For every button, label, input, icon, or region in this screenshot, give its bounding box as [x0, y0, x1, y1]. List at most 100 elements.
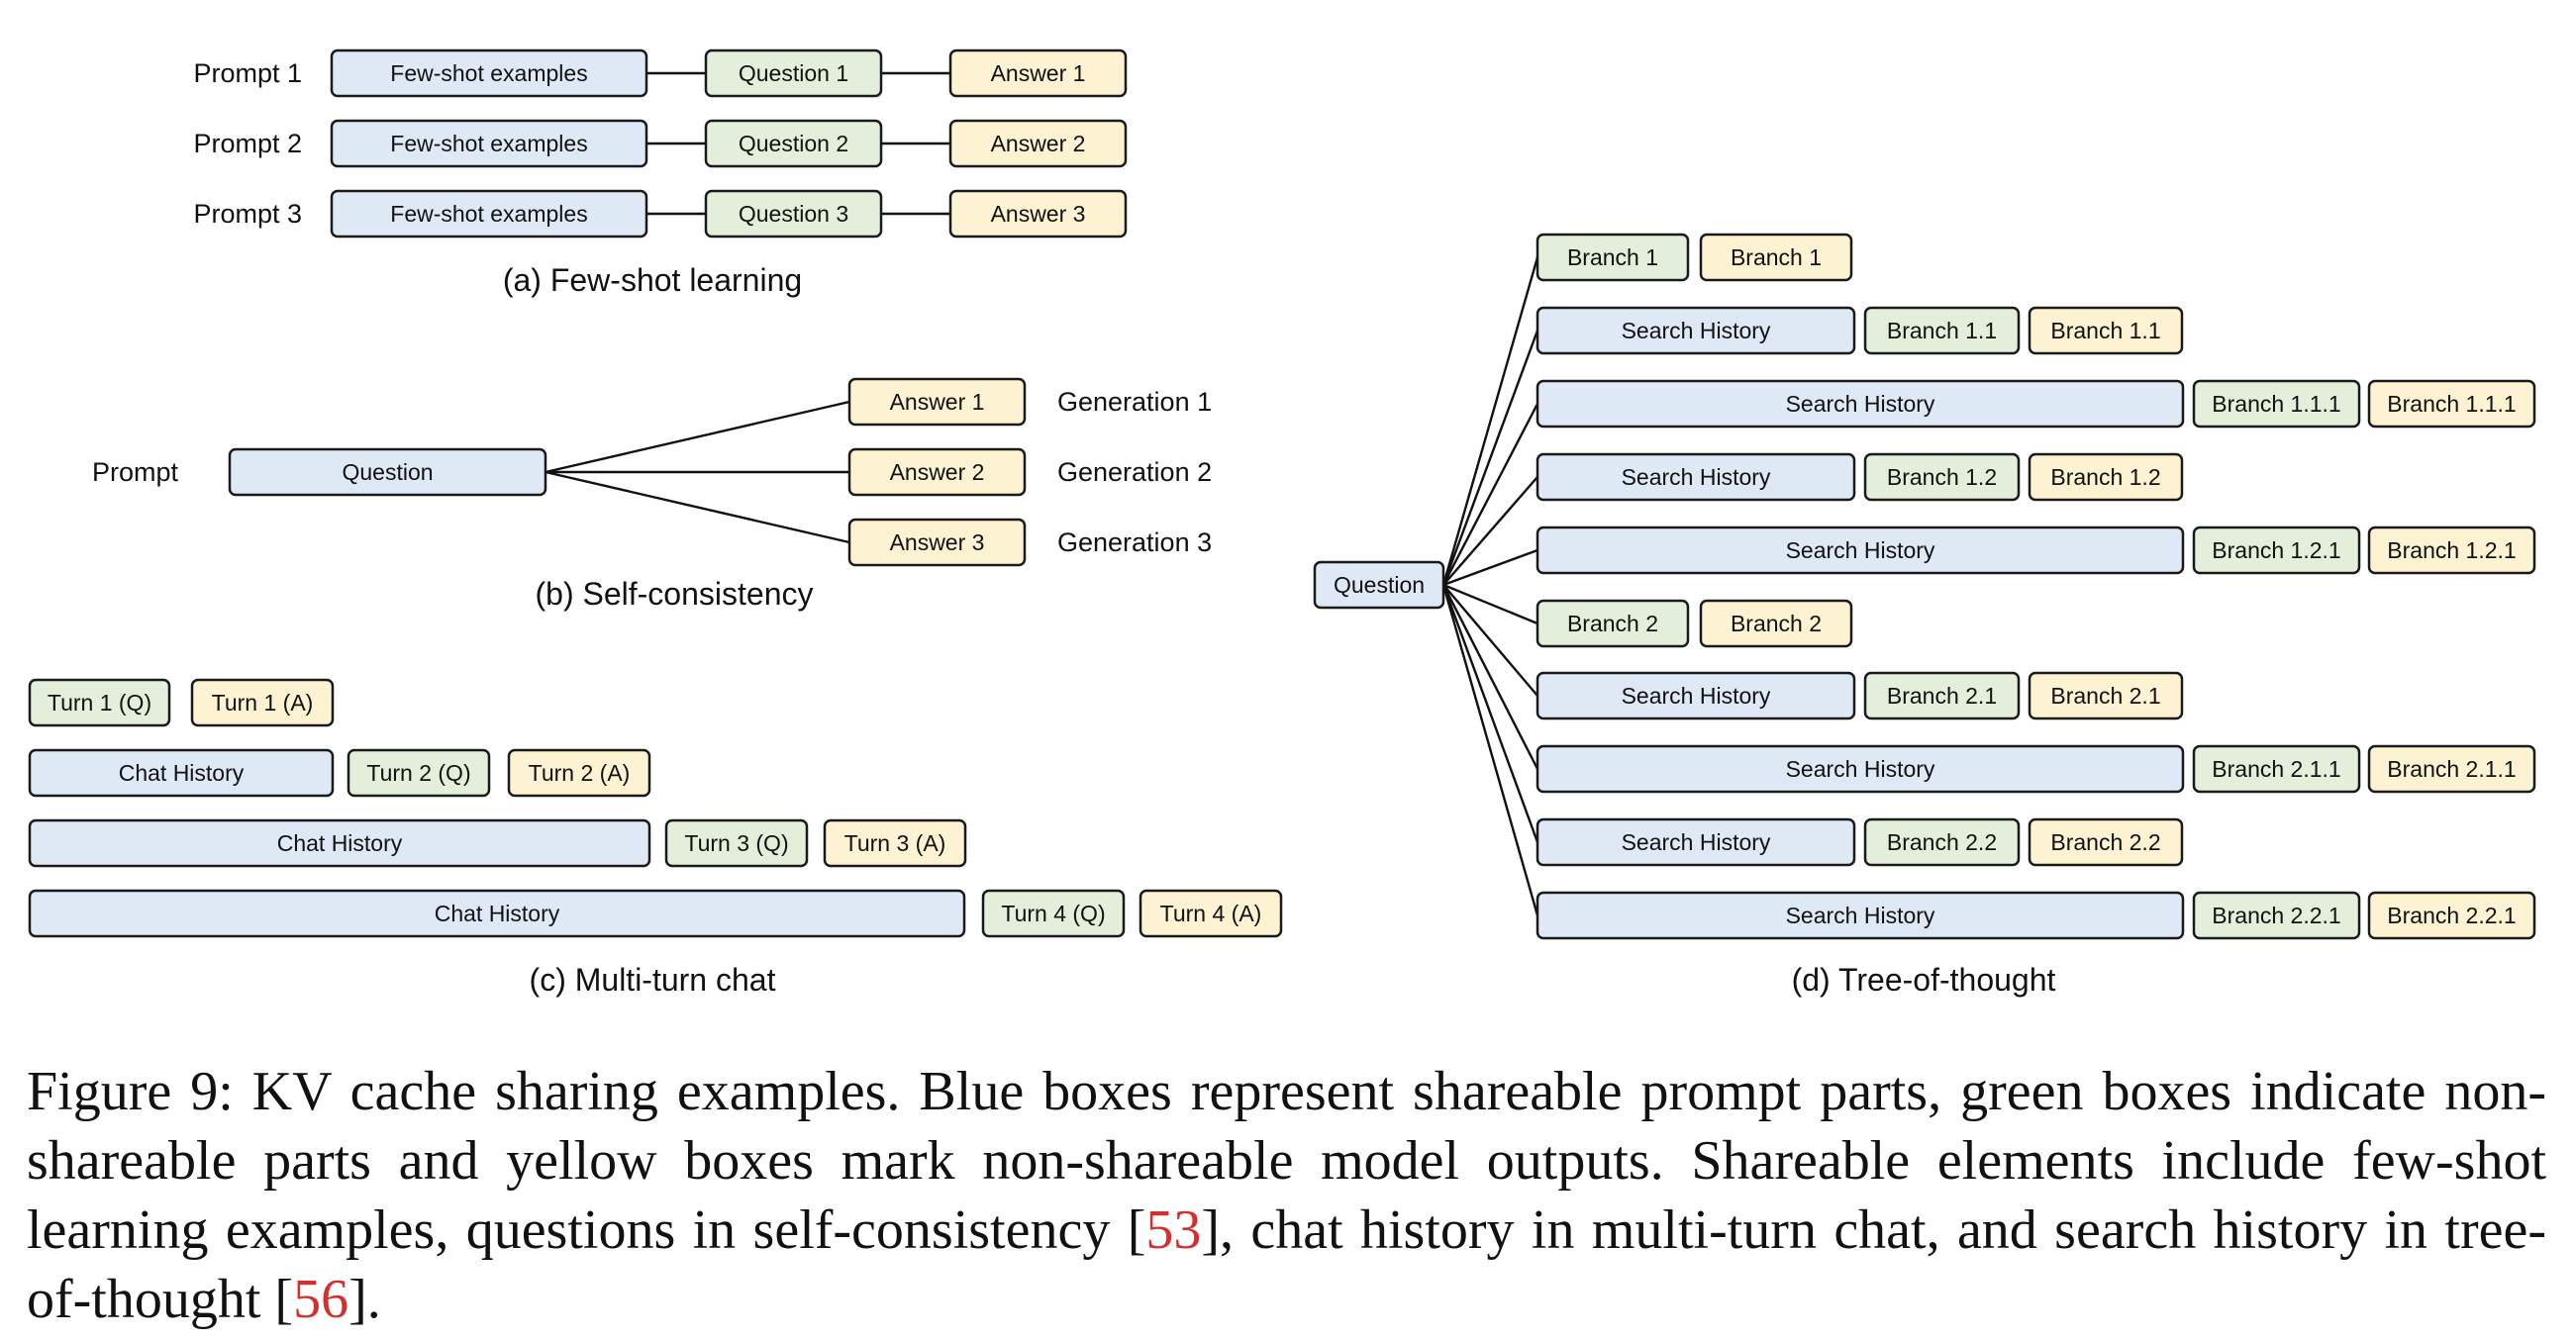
search-history-box: [1536, 671, 1856, 720]
answer-text: Answer 1: [991, 60, 1086, 86]
connector-line: [545, 470, 850, 544]
search-history-text: Search History: [1622, 829, 1771, 855]
branch-output-text: Branch 2: [1731, 611, 1822, 636]
connector-line: [545, 400, 850, 474]
branch-box: [2192, 379, 2361, 429]
turn-answer-text: Turn 2 (A): [529, 760, 631, 786]
tree-edge: [1441, 584, 1539, 916]
generation-label: Generation 2: [1057, 457, 1212, 487]
prompt-label: Prompt 1: [193, 58, 302, 88]
few-shot-examples-text: Few-shot examples: [390, 60, 587, 86]
branch-output-box: [2028, 817, 2184, 867]
answer-box: [847, 518, 1027, 567]
panel-caption: (d) Tree-of-thought: [1792, 962, 2056, 998]
search-history-box: [1536, 379, 2185, 429]
few-shot-row: Prompt 2 Few-shot examples Question 2 An…: [193, 119, 1128, 168]
answer-box: [847, 447, 1027, 497]
chat-history-text: Chat History: [435, 901, 560, 926]
branch-output-text: Branch 2.1.1: [2387, 756, 2516, 782]
tree-edge: [1442, 583, 1538, 625]
branch-output-text: Branch 1.2.1: [2387, 537, 2516, 563]
search-history-text: Search History: [1786, 756, 1935, 782]
turn-answer-box: [190, 678, 335, 727]
panel-self-consistency: Prompt Question Answer 1 Generation 1 An…: [92, 377, 1212, 612]
tree-edge: [1442, 548, 1538, 587]
panel-tree-of-thought: Question Branch 1 Branch 1 Search Histor…: [1313, 233, 2536, 998]
question-text: Question 1: [739, 60, 848, 86]
branch-output-box: [1699, 233, 1853, 282]
answer-box: [948, 48, 1128, 98]
search-history-box: [1536, 452, 1856, 502]
branch-output-text: Branch 2.1: [2050, 683, 2160, 709]
branch-text: Branch 1.1: [1887, 318, 1997, 343]
branch-output-text: Branch 1.1.1: [2387, 391, 2516, 417]
turn-answer-text: Turn 1 (A): [212, 690, 314, 716]
question-box: [228, 447, 547, 497]
chat-history-box: [28, 889, 966, 938]
branch-output-text: Branch 2.2: [2050, 829, 2160, 855]
few-shot-row: Prompt 1 Few-shot examples Question 1 An…: [193, 48, 1128, 98]
panel-caption: (b) Self-consistency: [536, 576, 814, 612]
branch-output-box: [2367, 891, 2536, 940]
tree-edge: [1441, 584, 1539, 843]
search-history-box: [1536, 744, 2185, 794]
branch-box: [1863, 817, 2021, 867]
caption-text: ].: [348, 1269, 381, 1330]
tree-edge: [1442, 584, 1538, 697]
turn-question-text: Turn 3 (Q): [684, 830, 788, 856]
turn-answer-box: [1139, 889, 1283, 938]
few-shot-examples-box: [330, 48, 648, 98]
branch-box: [1863, 671, 2021, 720]
answer-box: [847, 377, 1027, 427]
search-history-text: Search History: [1786, 537, 1935, 563]
search-history-box: [1536, 526, 2185, 575]
turn-question-box: [28, 678, 171, 727]
branch-box: [2192, 891, 2361, 940]
branch-output-box: [2367, 526, 2536, 575]
branch-output-box: [2028, 452, 2184, 502]
panel-caption: (c) Multi-turn chat: [530, 962, 776, 998]
branch-box: [1536, 233, 1690, 282]
caption-text: ], chat history in multi-turn chat, and …: [27, 1199, 2546, 1330]
turn-answer-text: Turn 4 (A): [1160, 901, 1262, 926]
chat-history-text: Chat History: [277, 830, 403, 856]
citation-link[interactable]: 56: [293, 1269, 349, 1330]
question-box: [704, 189, 883, 239]
few-shot-examples-box: [330, 189, 648, 239]
question-text: Question: [342, 459, 433, 485]
figure-caption: Figure 9: KV cache sharing examples. Blu…: [27, 1057, 2546, 1334]
prompt-label: Prompt 3: [193, 199, 302, 229]
branch-box: [2192, 744, 2361, 794]
question-box: [704, 119, 883, 168]
answer-text: Answer 2: [991, 131, 1086, 156]
few-shot-row: Prompt 3 Few-shot examples Question 3 An…: [193, 189, 1128, 239]
tree-edge: [1442, 476, 1538, 586]
turn-question-text: Turn 4 (Q): [1001, 901, 1105, 926]
few-shot-examples-text: Few-shot examples: [390, 201, 587, 227]
tree-edge: [1441, 403, 1539, 586]
answer-box: [948, 119, 1128, 168]
answer-text: Answer 3: [890, 529, 985, 555]
chat-history-box: [28, 748, 335, 798]
answer-text: Answer 2: [890, 459, 985, 485]
chat-history-text: Chat History: [119, 760, 245, 786]
turn-answer-box: [507, 748, 651, 798]
answer-text: Answer 1: [890, 389, 985, 415]
root-question-box: [1313, 560, 1445, 610]
tree-edge: [1441, 330, 1539, 586]
search-history-text: Search History: [1622, 683, 1771, 709]
branch-output-text: Branch 1.1: [2050, 318, 2160, 343]
search-history-text: Search History: [1622, 464, 1771, 490]
citation-link[interactable]: 53: [1145, 1199, 1202, 1261]
branch-text: Branch 2.2.1: [2212, 903, 2340, 928]
question-text: Question 2: [739, 131, 848, 156]
answer-box: [948, 189, 1128, 239]
few-shot-examples-box: [330, 119, 648, 168]
turn-question-text: Turn 1 (Q): [48, 690, 151, 716]
branch-text: Branch 2: [1567, 611, 1658, 636]
turn-answer-text: Turn 3 (A): [844, 830, 946, 856]
search-history-box: [1536, 891, 2185, 940]
question-box: [704, 48, 883, 98]
branch-box: [1863, 306, 2021, 355]
